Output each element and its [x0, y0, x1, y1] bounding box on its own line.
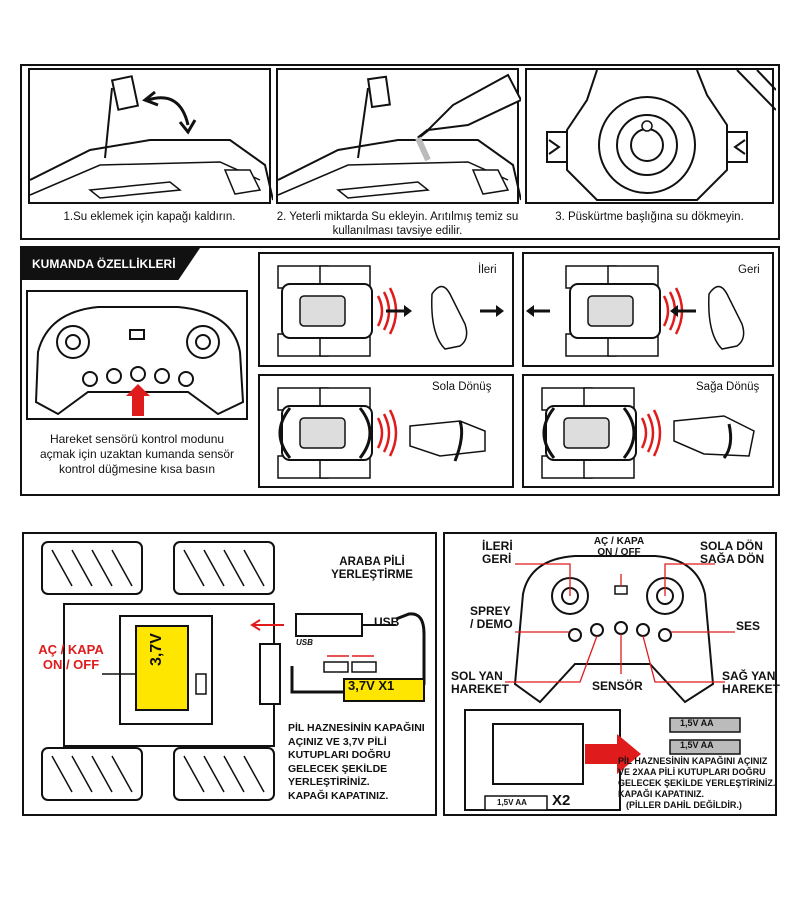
- side-right-line1: SAĞ YAN: [722, 669, 776, 683]
- aa-battery-label-1: 1,5V AA: [680, 718, 714, 728]
- car-lid-illustration: [30, 75, 273, 201]
- remote-power-line2: ON / OFF: [597, 547, 641, 558]
- sensor-label: SENSÖR: [592, 679, 643, 693]
- gesture-left-panel: [258, 374, 514, 488]
- remote-sensor-illustration: [34, 306, 245, 416]
- car-battery-instruction-line3: KUTUPLARI DOĞRU: [288, 749, 391, 761]
- spray-demo-line2: / DEMO: [470, 617, 513, 631]
- gesture-back-panel: [522, 252, 774, 367]
- turn-line1: SOLA DÖN: [700, 539, 763, 553]
- car-battery-instruction-line2: AÇINIZ VE 3,7V PİLİ: [288, 735, 387, 748]
- remote-battery-instruction-line1: PİL HAZNESİNİN KAPAĞINI AÇINIZ: [618, 756, 768, 766]
- car-battery-instruction-line5: YERLEŞTİRİNİZ.: [288, 776, 370, 788]
- remote-layout-frame: [443, 532, 777, 816]
- remote-battery-instruction-line3: GELECEK ŞEKİLDE YERLEŞTİRİNİZ.: [618, 778, 776, 788]
- step-3-caption: 3. Püskürtme başlığına su dökmeyin.: [555, 211, 744, 223]
- step-1-panel: [28, 68, 273, 204]
- gesture-right-panel: [522, 374, 774, 488]
- remote-power-label: AÇ / KAPA ON / OFF: [588, 536, 650, 558]
- forward-back-line2: GERİ: [482, 552, 512, 566]
- side-right-line2: HAREKET: [722, 682, 781, 696]
- step-2-panel: [276, 68, 521, 204]
- gesture-left-label: Sola Dönüş: [432, 381, 492, 393]
- gesture-back-label: Geri: [738, 264, 760, 276]
- gesture-right-label: Sağa Dönüş: [696, 381, 760, 393]
- usb-port-label: USB: [296, 638, 313, 647]
- spray-demo-line1: SPREY: [470, 604, 511, 618]
- car-battery-frame: [22, 532, 437, 816]
- car-water-fill-illustration: [278, 73, 521, 201]
- aa-battery-label-2: 1,5V AA: [680, 740, 714, 750]
- car-battery-instruction: PİL HAZNESİNİN KAPAĞINI AÇINIZ VE 3,7V P…: [288, 722, 425, 803]
- step-1-caption: 1.Su eklemek için kapağı kaldırın.: [63, 211, 236, 223]
- side-right-label: SAĞ YAN HAREKET: [722, 670, 780, 696]
- remote-power-line1: AÇ / KAPA: [593, 536, 645, 547]
- aa-battery-count: X2: [552, 792, 571, 809]
- forward-back-line1: İLERİ: [482, 539, 513, 553]
- car-battery-title-line2: YERLEŞTİRME: [331, 569, 413, 581]
- car-forward-illustration: [277, 265, 504, 357]
- car-battery-instruction-line1: PİL HAZNESİNİN KAPAĞINI: [288, 722, 425, 734]
- remote-features-header: KUMANDA ÖZELLİKLERİ: [20, 248, 200, 280]
- remote-battery-instruction-line4: KAPAĞI KAPATINIZ.: [618, 789, 704, 799]
- car-battery-illustration: [41, 541, 426, 801]
- spray-nozzle-illustration: [546, 70, 776, 201]
- gesture-forward-label: İleri: [478, 264, 497, 276]
- car-battery-instruction-line4: GELECEK ŞEKİLDE: [288, 762, 388, 775]
- car-turn-left-illustration: [277, 387, 486, 479]
- turn-label: SOLA DÖN SAĞA DÖN: [700, 540, 764, 566]
- car-battery-instruction-line6: KAPAĞI KAPATINIZ.: [288, 789, 389, 802]
- car-power-switch-line2: ON / OFF: [42, 657, 100, 672]
- remote-battery-instruction: PİL HAZNESİNİN KAPAĞINI AÇINIZ VE 2XAA P…: [618, 756, 775, 811]
- sensor-instruction: Hareket sensörü kontrol modunu açmak içi…: [39, 432, 235, 476]
- car-power-switch-label: AÇ / KAPA ON / OFF: [30, 642, 112, 672]
- car-power-switch-line1: AÇ / KAPA: [38, 642, 104, 657]
- step-2-caption: 2. Yeterli miktarda Su ekleyin. Arıtılmı…: [276, 211, 519, 237]
- sound-label: SES: [736, 619, 761, 633]
- step-3-panel: [525, 68, 776, 204]
- car-battery-title: ARABA PİLİ YERLEŞTİRME: [322, 556, 422, 582]
- aa-battery-label-3: 1,5V AA: [497, 798, 527, 807]
- remote-layout-illustration: [464, 555, 741, 811]
- forward-back-label: İLERİ GERİ: [482, 540, 513, 566]
- remote-battery-instruction-line5: (PİLLER DAHİL DEĞİLDİR.): [626, 800, 742, 810]
- car-turn-right-illustration: [541, 387, 755, 479]
- remote-sensor-panel: [26, 290, 248, 420]
- side-left-line1: SOL YAN: [451, 669, 503, 683]
- side-left-line2: HAREKET: [451, 682, 510, 696]
- turn-line2: SAĞA DÖN: [700, 552, 765, 566]
- spray-demo-label: SPREY / DEMO: [470, 605, 513, 631]
- side-left-label: SOL YAN HAREKET: [451, 670, 509, 696]
- battery-pack-label: 3,7V X1: [348, 678, 395, 693]
- car-back-illustration: [526, 265, 745, 357]
- car-battery-title-line1: ARABA PİLİ: [339, 556, 405, 568]
- gesture-forward-panel: [258, 252, 514, 367]
- remote-battery-instruction-line2: VE 2XAA PİLİ KUTUPLARI DOĞRU: [618, 767, 766, 777]
- car-battery-voltage: 3,7V: [148, 633, 165, 666]
- usb-plug-label: USB: [374, 615, 400, 629]
